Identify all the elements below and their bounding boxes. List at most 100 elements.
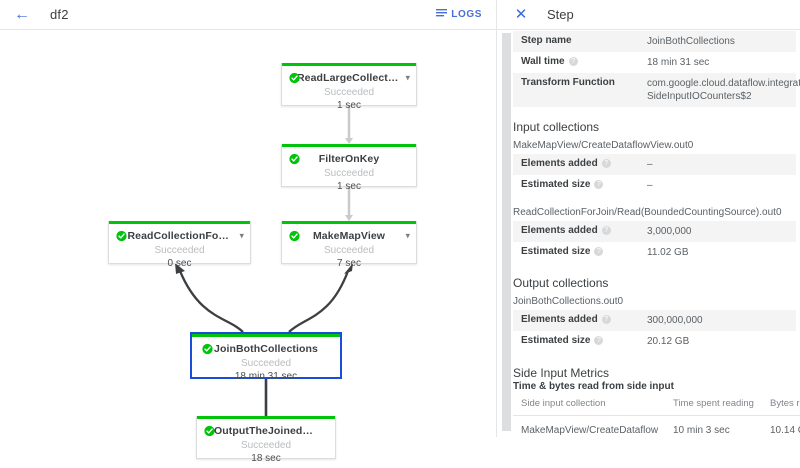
- help-icon[interactable]: ?: [568, 57, 578, 66]
- detail-row: Estimated size? 11.02 GB: [513, 242, 796, 263]
- column-header: Time spent reading: [665, 396, 762, 416]
- help-icon[interactable]: ?: [601, 226, 611, 235]
- node-status-label: Succeeded: [323, 87, 375, 98]
- detail-key: Elements added?: [513, 154, 639, 175]
- detail-row: Elements added? 3,000,000: [513, 221, 796, 242]
- collection-name: JoinBothCollections.out0: [513, 296, 624, 307]
- node-time-label: 18 min 31 sec: [234, 371, 298, 382]
- job-graph-pane: ← df2 LOGS: [0, 0, 497, 464]
- success-check-icon: [202, 343, 213, 354]
- table-row: MakeMapView/CreateDataflow View.out010 m…: [513, 415, 800, 437]
- success-check-icon: [289, 153, 300, 164]
- detail-key: Estimated size?: [513, 242, 639, 263]
- column-header: Bytes read: [762, 396, 800, 416]
- success-check-icon: [289, 72, 300, 83]
- collection-name: ReadCollectionForJoin/Read(BoundedCounti…: [513, 207, 782, 218]
- node-status-label: Succeeded: [240, 358, 292, 369]
- step-panel-header: ✕ Step: [497, 0, 800, 30]
- input-collection-table: Elements added?–Estimated size?–: [513, 154, 796, 196]
- column-header: Side input collection: [513, 396, 665, 416]
- node-status-band: [192, 334, 340, 337]
- chevron-down-icon[interactable]: ▾: [405, 230, 410, 240]
- help-icon[interactable]: ?: [601, 159, 611, 168]
- node-status-band: [282, 63, 416, 66]
- logs-button[interactable]: LOGS: [436, 8, 486, 22]
- side-input-metrics-subheading: Time & bytes read from side input: [513, 381, 674, 392]
- detail-key: Transform Function: [521, 77, 615, 88]
- detail-value: 20.12 GB: [647, 336, 690, 347]
- success-check-icon: [116, 230, 127, 241]
- detail-value: 11.02 GB: [647, 247, 689, 258]
- node-status-label: Succeeded: [323, 245, 375, 256]
- help-icon[interactable]: ?: [594, 180, 604, 189]
- close-icon[interactable]: ✕: [514, 6, 528, 23]
- node-time-label: 18 sec: [251, 453, 281, 464]
- detail-value: 18 min 31 sec: [647, 57, 710, 68]
- node-status-band: [109, 221, 250, 224]
- node-name-label: JoinBothCollections: [214, 342, 318, 355]
- node-name-label: ReadLargeCollectionFr...: [297, 71, 401, 84]
- node-time-label: 1 sec: [337, 100, 361, 111]
- success-check-icon: [204, 425, 215, 436]
- detail-row: Elements added?–: [513, 154, 796, 175]
- detail-key: Elements added?: [513, 221, 639, 242]
- help-icon[interactable]: ?: [594, 247, 604, 256]
- graph-edges: [175, 106, 353, 416]
- node-status-band: [282, 144, 416, 147]
- detail-value: 300,000,000: [647, 315, 703, 326]
- chevron-down-icon[interactable]: ▾: [405, 72, 410, 82]
- table-cell: MakeMapView/CreateDataflow View.out0: [513, 415, 665, 437]
- detail-value: –: [647, 159, 653, 170]
- detail-key: Step name: [521, 35, 572, 46]
- output-collections-heading: Output collections: [513, 276, 609, 290]
- chevron-down-icon[interactable]: ▾: [239, 230, 244, 240]
- panel-scrollbar-thumb[interactable]: [502, 33, 511, 431]
- node-status-label: Succeeded: [154, 245, 205, 256]
- detail-value: 3,000,000: [647, 226, 692, 237]
- detail-row: Step name JoinBothCollections: [513, 31, 796, 52]
- list-icon: [436, 8, 448, 22]
- help-icon[interactable]: ?: [594, 336, 604, 345]
- input-collections-heading: Input collections: [513, 120, 600, 134]
- node-status-band: [197, 416, 335, 419]
- node-time-label: 0 sec: [167, 258, 192, 269]
- detail-key: Estimated size?: [513, 175, 639, 196]
- top-toolbar: ← df2 LOGS: [0, 0, 496, 30]
- graph-node-read-large-collection[interactable]: ReadLargeCollectionFr... ▾ Succeeded 1 sec: [281, 63, 417, 111]
- detail-value: com.google.cloud.dataflow.integration. S…: [647, 78, 800, 102]
- detail-key: Wall time?: [513, 52, 639, 73]
- detail-row: Transform Function com.google.cloud.dataf…: [513, 73, 800, 107]
- page-title: df2: [50, 7, 69, 22]
- node-status-label: Succeeded: [323, 168, 375, 179]
- detail-row: Wall time? 18 min 31 sec: [513, 52, 796, 73]
- node-name-label: OutputTheJoinedCollec...: [214, 424, 318, 437]
- step-panel-title: Step: [547, 7, 574, 22]
- detail-row: Estimated size?20.12 GB: [513, 331, 796, 352]
- detail-row: Elements added? 300,000,000: [513, 310, 796, 331]
- success-check-icon: [289, 230, 300, 241]
- detail-key: Elements added?: [513, 310, 639, 331]
- back-arrow-icon[interactable]: ←: [14, 5, 30, 23]
- help-icon[interactable]: ?: [601, 315, 611, 324]
- detail-value: JoinBothCollections: [647, 36, 735, 47]
- detail-value: –: [647, 180, 653, 191]
- collection-name: MakeMapView/CreateDataflowView.out0: [513, 140, 694, 151]
- node-time-label: 1 sec: [337, 181, 361, 192]
- logs-button-label: LOGS: [451, 9, 482, 20]
- detail-row: Estimated size?–: [513, 175, 796, 196]
- group-spacer: [513, 196, 800, 207]
- node-status-band: [282, 221, 416, 224]
